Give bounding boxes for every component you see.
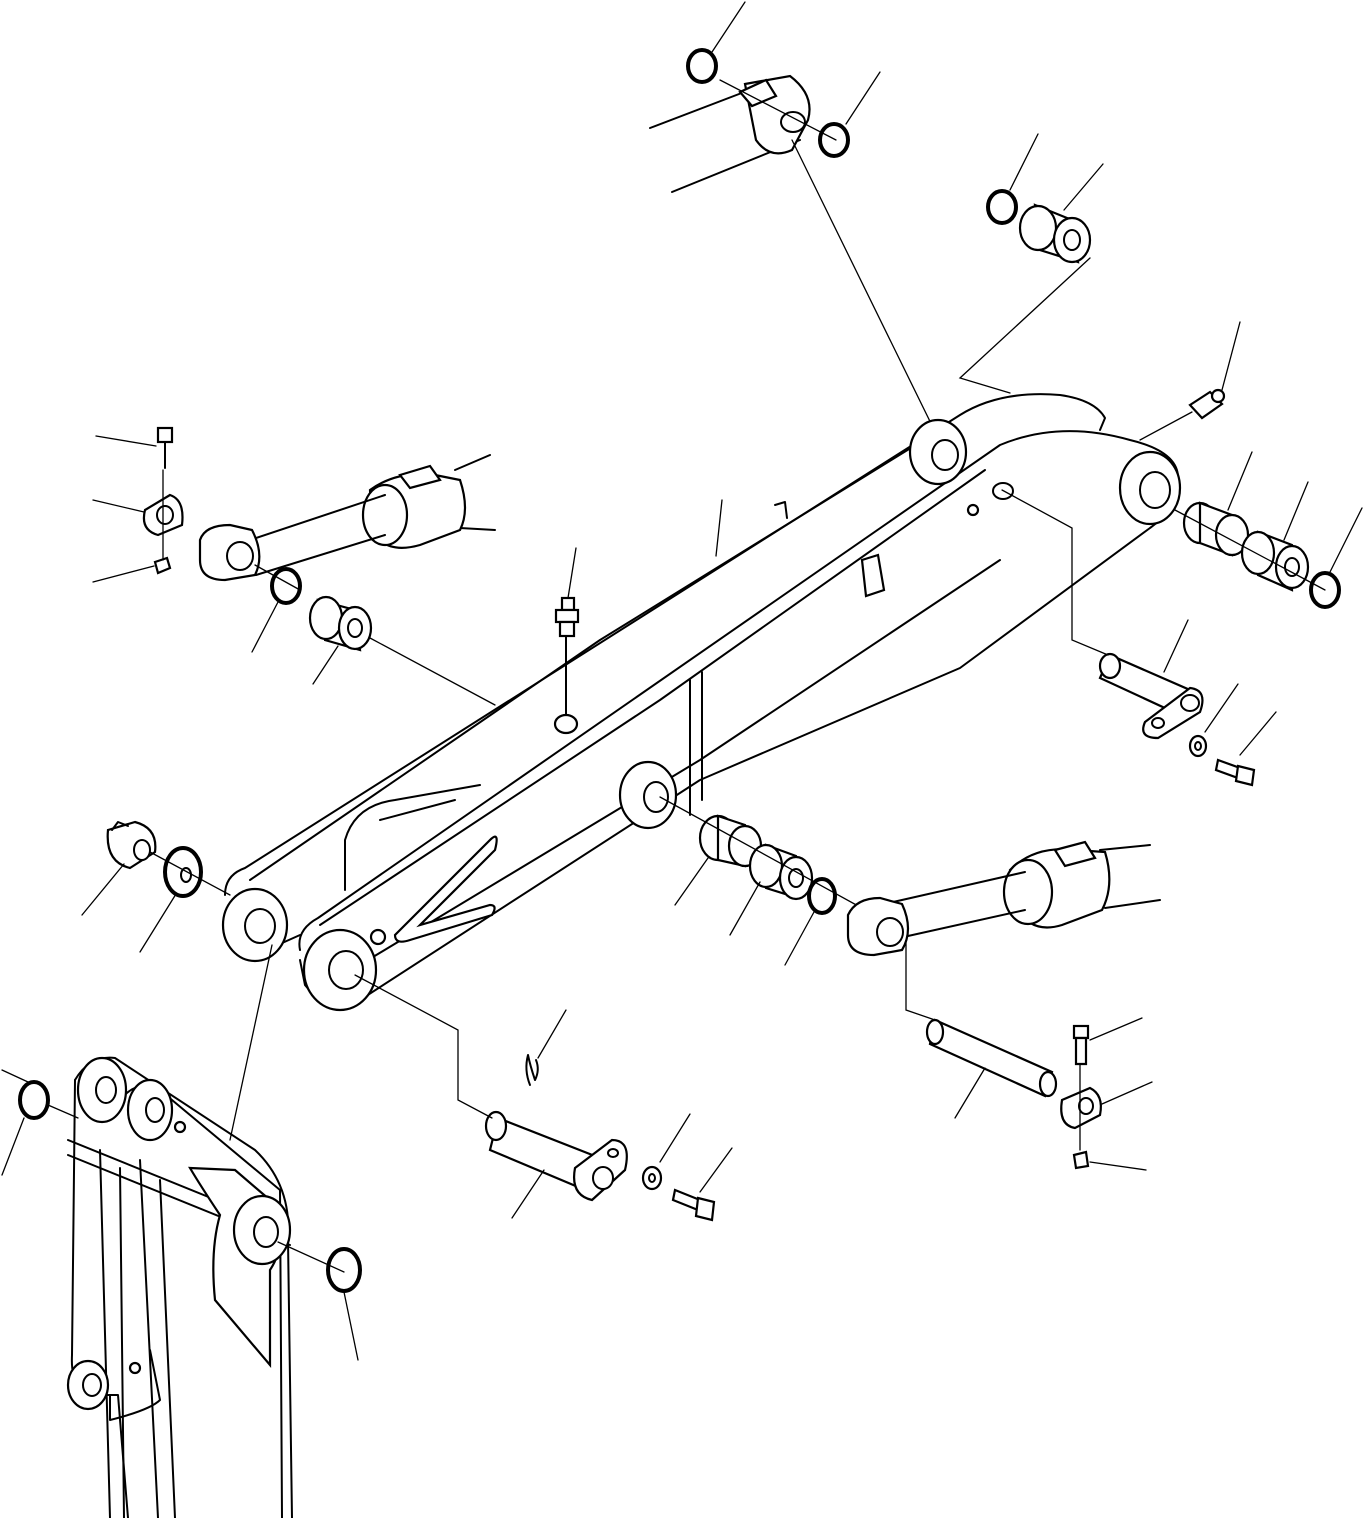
- leader-bolt-bottom-right: [1089, 1017, 1143, 1041]
- washer-boom-right: [326, 1247, 362, 1293]
- bolt-top-left-clamp: [156, 426, 174, 469]
- leader-nut-bottom-right: [1089, 1161, 1147, 1171]
- bushing-upper: [1018, 203, 1092, 264]
- leader-washer-right-end: [1329, 507, 1363, 573]
- arm-boss-bottom-left: [221, 887, 289, 963]
- leader-bushing-right-plain: [1283, 481, 1309, 541]
- leader-bushing-upper: [1063, 163, 1104, 211]
- leader-pin-bottom-right: [954, 1067, 986, 1119]
- leader-bushing-left-cylinder: [312, 645, 339, 685]
- leader-washer-middle: [784, 911, 815, 966]
- centerline-middle-bushings: [659, 796, 881, 919]
- bushing-right-plain: [1240, 530, 1310, 592]
- boom-structure: [67, 1056, 293, 1518]
- leader-bushing-plain-middle: [729, 881, 761, 936]
- leader-pin-right: [1163, 619, 1189, 673]
- cotter-pin: [525, 1054, 539, 1086]
- leader-clamp-top-left: [92, 499, 145, 513]
- bolt-pin-right: [1214, 758, 1256, 787]
- bottom-right-cylinder: [846, 840, 1161, 957]
- grease-fitting-right: [1188, 388, 1226, 420]
- washer-upper-bushing: [986, 189, 1018, 225]
- leader-nut-top-left: [92, 565, 155, 583]
- bushing-left-cylinder: [308, 595, 373, 652]
- lock-nut-left: [106, 820, 157, 870]
- bolt-bottom-right-clamp: [1072, 1024, 1090, 1066]
- centerline-pin-bottom-center: [354, 974, 493, 1119]
- leader-bolt-top-left: [95, 435, 157, 447]
- centerline-pin-right: [1001, 489, 1109, 656]
- left-cylinder: [198, 454, 496, 582]
- boom-boss-lower: [232, 1194, 292, 1266]
- leader-washer-upper-bushing: [1009, 133, 1039, 191]
- centerline-upper-bushing: [958, 257, 1091, 394]
- leader-bolt-pin-bottom-center: [699, 1147, 733, 1193]
- arm-boss-top-left: [908, 418, 968, 486]
- leader-washer-boom-left: [1, 1069, 29, 1176]
- boom-boss-upper-right: [126, 1078, 174, 1142]
- leader-washer-left-pin: [139, 893, 177, 953]
- leader-bolt-pin-right: [1239, 711, 1277, 756]
- washer-pin-right: [1188, 734, 1208, 758]
- leader-arm-body: [715, 499, 723, 557]
- centerline-boom: [47, 944, 345, 1273]
- washer-boom-left: [18, 1080, 50, 1120]
- leader-washer-pin-bottom-center: [659, 1113, 691, 1163]
- bushing-large-middle: [618, 760, 678, 830]
- centerline-bottom-right-cylinder: [905, 939, 936, 1021]
- leader-bushing-flanged-middle: [674, 857, 709, 906]
- bushing-plain-middle: [748, 843, 814, 901]
- washer-top-right: [818, 122, 850, 158]
- leader-bushing-right-flanged: [1227, 451, 1253, 511]
- centerline-grease-fitting-right: [1139, 411, 1193, 441]
- centerline-right-bushings: [1174, 509, 1326, 591]
- washer-middle: [807, 877, 837, 915]
- washer-left-pin: [163, 846, 203, 898]
- centerline-left-pin: [149, 851, 231, 896]
- pin-bottom-right: [925, 1018, 1058, 1098]
- arm-boss-top-right: [1118, 450, 1182, 526]
- leader-washer-top-right: [845, 71, 881, 125]
- leader-grease-fitting-right: [1221, 321, 1241, 391]
- pin-right: [1098, 652, 1204, 740]
- clamp-bottom-right: [1060, 1086, 1102, 1130]
- pin-bottom-center: [484, 1110, 628, 1202]
- leader-pin-bottom-center: [511, 1169, 545, 1219]
- washer-pin-bottom-center: [641, 1165, 663, 1191]
- washer-left-cylinder: [270, 567, 302, 605]
- centerline-left-cylinder: [254, 564, 496, 706]
- leader-washer-left-cylinder: [251, 601, 279, 653]
- bolt-pin-bottom-center: [671, 1188, 716, 1222]
- leader-washer-pin-right: [1204, 683, 1239, 733]
- leader-grease-fitting-center: [567, 547, 577, 599]
- grease-fitting-center: [553, 596, 580, 735]
- boom-boss-upper-left: [76, 1056, 128, 1124]
- bushing-flanged-middle: [698, 814, 763, 868]
- nut-bottom-right-clamp: [1072, 1150, 1090, 1170]
- leader-washer-top-left: [711, 1, 746, 53]
- bushing-right-flanged: [1182, 501, 1250, 557]
- leader-lock-nut-left: [81, 863, 125, 916]
- leader-clamp-bottom-right: [1101, 1081, 1153, 1105]
- arm-body: [224, 393, 1180, 1005]
- leader-cotter-pin: [537, 1009, 567, 1059]
- arm-boss-bottom-right: [302, 928, 378, 1012]
- centerline-top-cylinder: [719, 79, 946, 453]
- top-cylinder-rod-end: [649, 74, 811, 193]
- leader-washer-boom-right: [343, 1291, 359, 1361]
- boom-boss-bottom: [66, 1359, 110, 1411]
- washer-top-left: [686, 48, 718, 84]
